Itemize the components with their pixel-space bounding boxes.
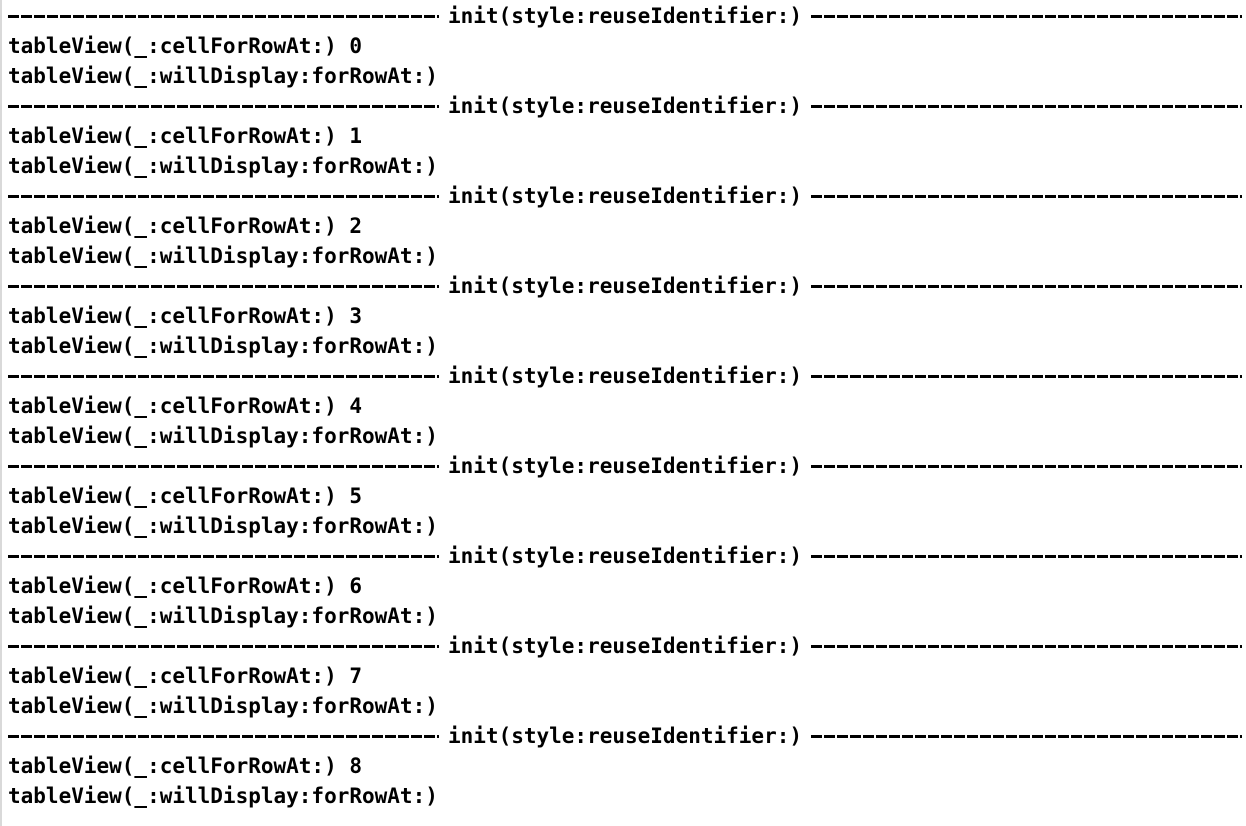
separator-line: init(style:reuseIdentifier:) [8,91,1243,121]
cell-for-row-line: tableView(_:cellForRowAt:) 0 [8,34,363,58]
dash-rule-left [8,555,439,558]
dash-rule-right [811,735,1243,738]
will-display-line: tableView(_:willDisplay:forRowAt:) [8,424,438,448]
cell-for-row-line: tableView(_:cellForRowAt:) 8 [8,754,363,778]
dash-rule-left [8,375,439,378]
separator-line: init(style:reuseIdentifier:) [8,181,1243,211]
will-display-line: tableView(_:willDisplay:forRowAt:) [8,64,438,88]
will-display-line: tableView(_:willDisplay:forRowAt:) [8,694,438,718]
dash-rule-right [811,465,1243,468]
separator-line: init(style:reuseIdentifier:) [8,631,1243,661]
dash-rule-left [8,15,439,18]
dash-rule-left [8,105,439,108]
dash-rule-right [811,105,1243,108]
cell-for-row-line: tableView(_:cellForRowAt:) 7 [8,664,363,688]
dash-rule-right [811,285,1243,288]
cell-for-row-line: tableView(_:cellForRowAt:) 1 [8,124,363,148]
separator-line: init(style:reuseIdentifier:) [8,361,1243,391]
cell-for-row-line: tableView(_:cellForRowAt:) 3 [8,304,363,328]
cell-for-row-line: tableView(_:cellForRowAt:) 2 [8,214,363,238]
init-label: init(style:reuseIdentifier:) [448,94,803,118]
will-display-line: tableView(_:willDisplay:forRowAt:) [8,514,438,538]
dash-rule-right [811,645,1243,648]
dash-rule-left [8,645,439,648]
log-entry: init(style:reuseIdentifier:) tableView(_… [8,541,1243,631]
dash-rule-right [811,195,1243,198]
log-entry: init(style:reuseIdentifier:) tableView(_… [8,271,1243,361]
log-entry: init(style:reuseIdentifier:) tableView(_… [8,361,1243,451]
init-label: init(style:reuseIdentifier:) [448,184,803,208]
init-label: init(style:reuseIdentifier:) [448,274,803,298]
log-entry: init(style:reuseIdentifier:) tableView(_… [8,451,1243,541]
console-left-border [0,0,2,826]
cell-for-row-line: tableView(_:cellForRowAt:) 4 [8,394,363,418]
separator-line: init(style:reuseIdentifier:) [8,271,1243,301]
will-display-line: tableView(_:willDisplay:forRowAt:) [8,154,438,178]
separator-line: init(style:reuseIdentifier:) [8,541,1243,571]
will-display-line: tableView(_:willDisplay:forRowAt:) [8,784,438,808]
init-label: init(style:reuseIdentifier:) [448,364,803,388]
cell-for-row-line: tableView(_:cellForRowAt:) 6 [8,574,363,598]
init-label: init(style:reuseIdentifier:) [448,634,803,658]
separator-line: init(style:reuseIdentifier:) [8,1,1243,31]
init-label: init(style:reuseIdentifier:) [448,544,803,568]
separator-line: init(style:reuseIdentifier:) [8,451,1243,481]
will-display-line: tableView(_:willDisplay:forRowAt:) [8,604,438,628]
init-label: init(style:reuseIdentifier:) [448,454,803,478]
dash-rule-right [811,555,1243,558]
cell-for-row-line: tableView(_:cellForRowAt:) 5 [8,484,363,508]
dash-rule-left [8,465,439,468]
init-label: init(style:reuseIdentifier:) [448,4,803,28]
dash-rule-right [811,15,1243,18]
log-entry: init(style:reuseIdentifier:) tableView(_… [8,631,1243,721]
dash-rule-right [811,375,1243,378]
dash-rule-left [8,735,439,738]
will-display-line: tableView(_:willDisplay:forRowAt:) [8,244,438,268]
separator-line: init(style:reuseIdentifier:) [8,721,1243,751]
dash-rule-left [8,195,439,198]
dash-rule-left [8,285,439,288]
log-entry: init(style:reuseIdentifier:) tableView(_… [8,1,1243,91]
init-label: init(style:reuseIdentifier:) [448,724,803,748]
console-output[interactable]: init(style:reuseIdentifier:) tableView(_… [8,1,1243,811]
will-display-line: tableView(_:willDisplay:forRowAt:) [8,334,438,358]
log-entry: init(style:reuseIdentifier:) tableView(_… [8,181,1243,271]
log-entry: init(style:reuseIdentifier:) tableView(_… [8,721,1243,811]
log-entry: init(style:reuseIdentifier:) tableView(_… [8,91,1243,181]
